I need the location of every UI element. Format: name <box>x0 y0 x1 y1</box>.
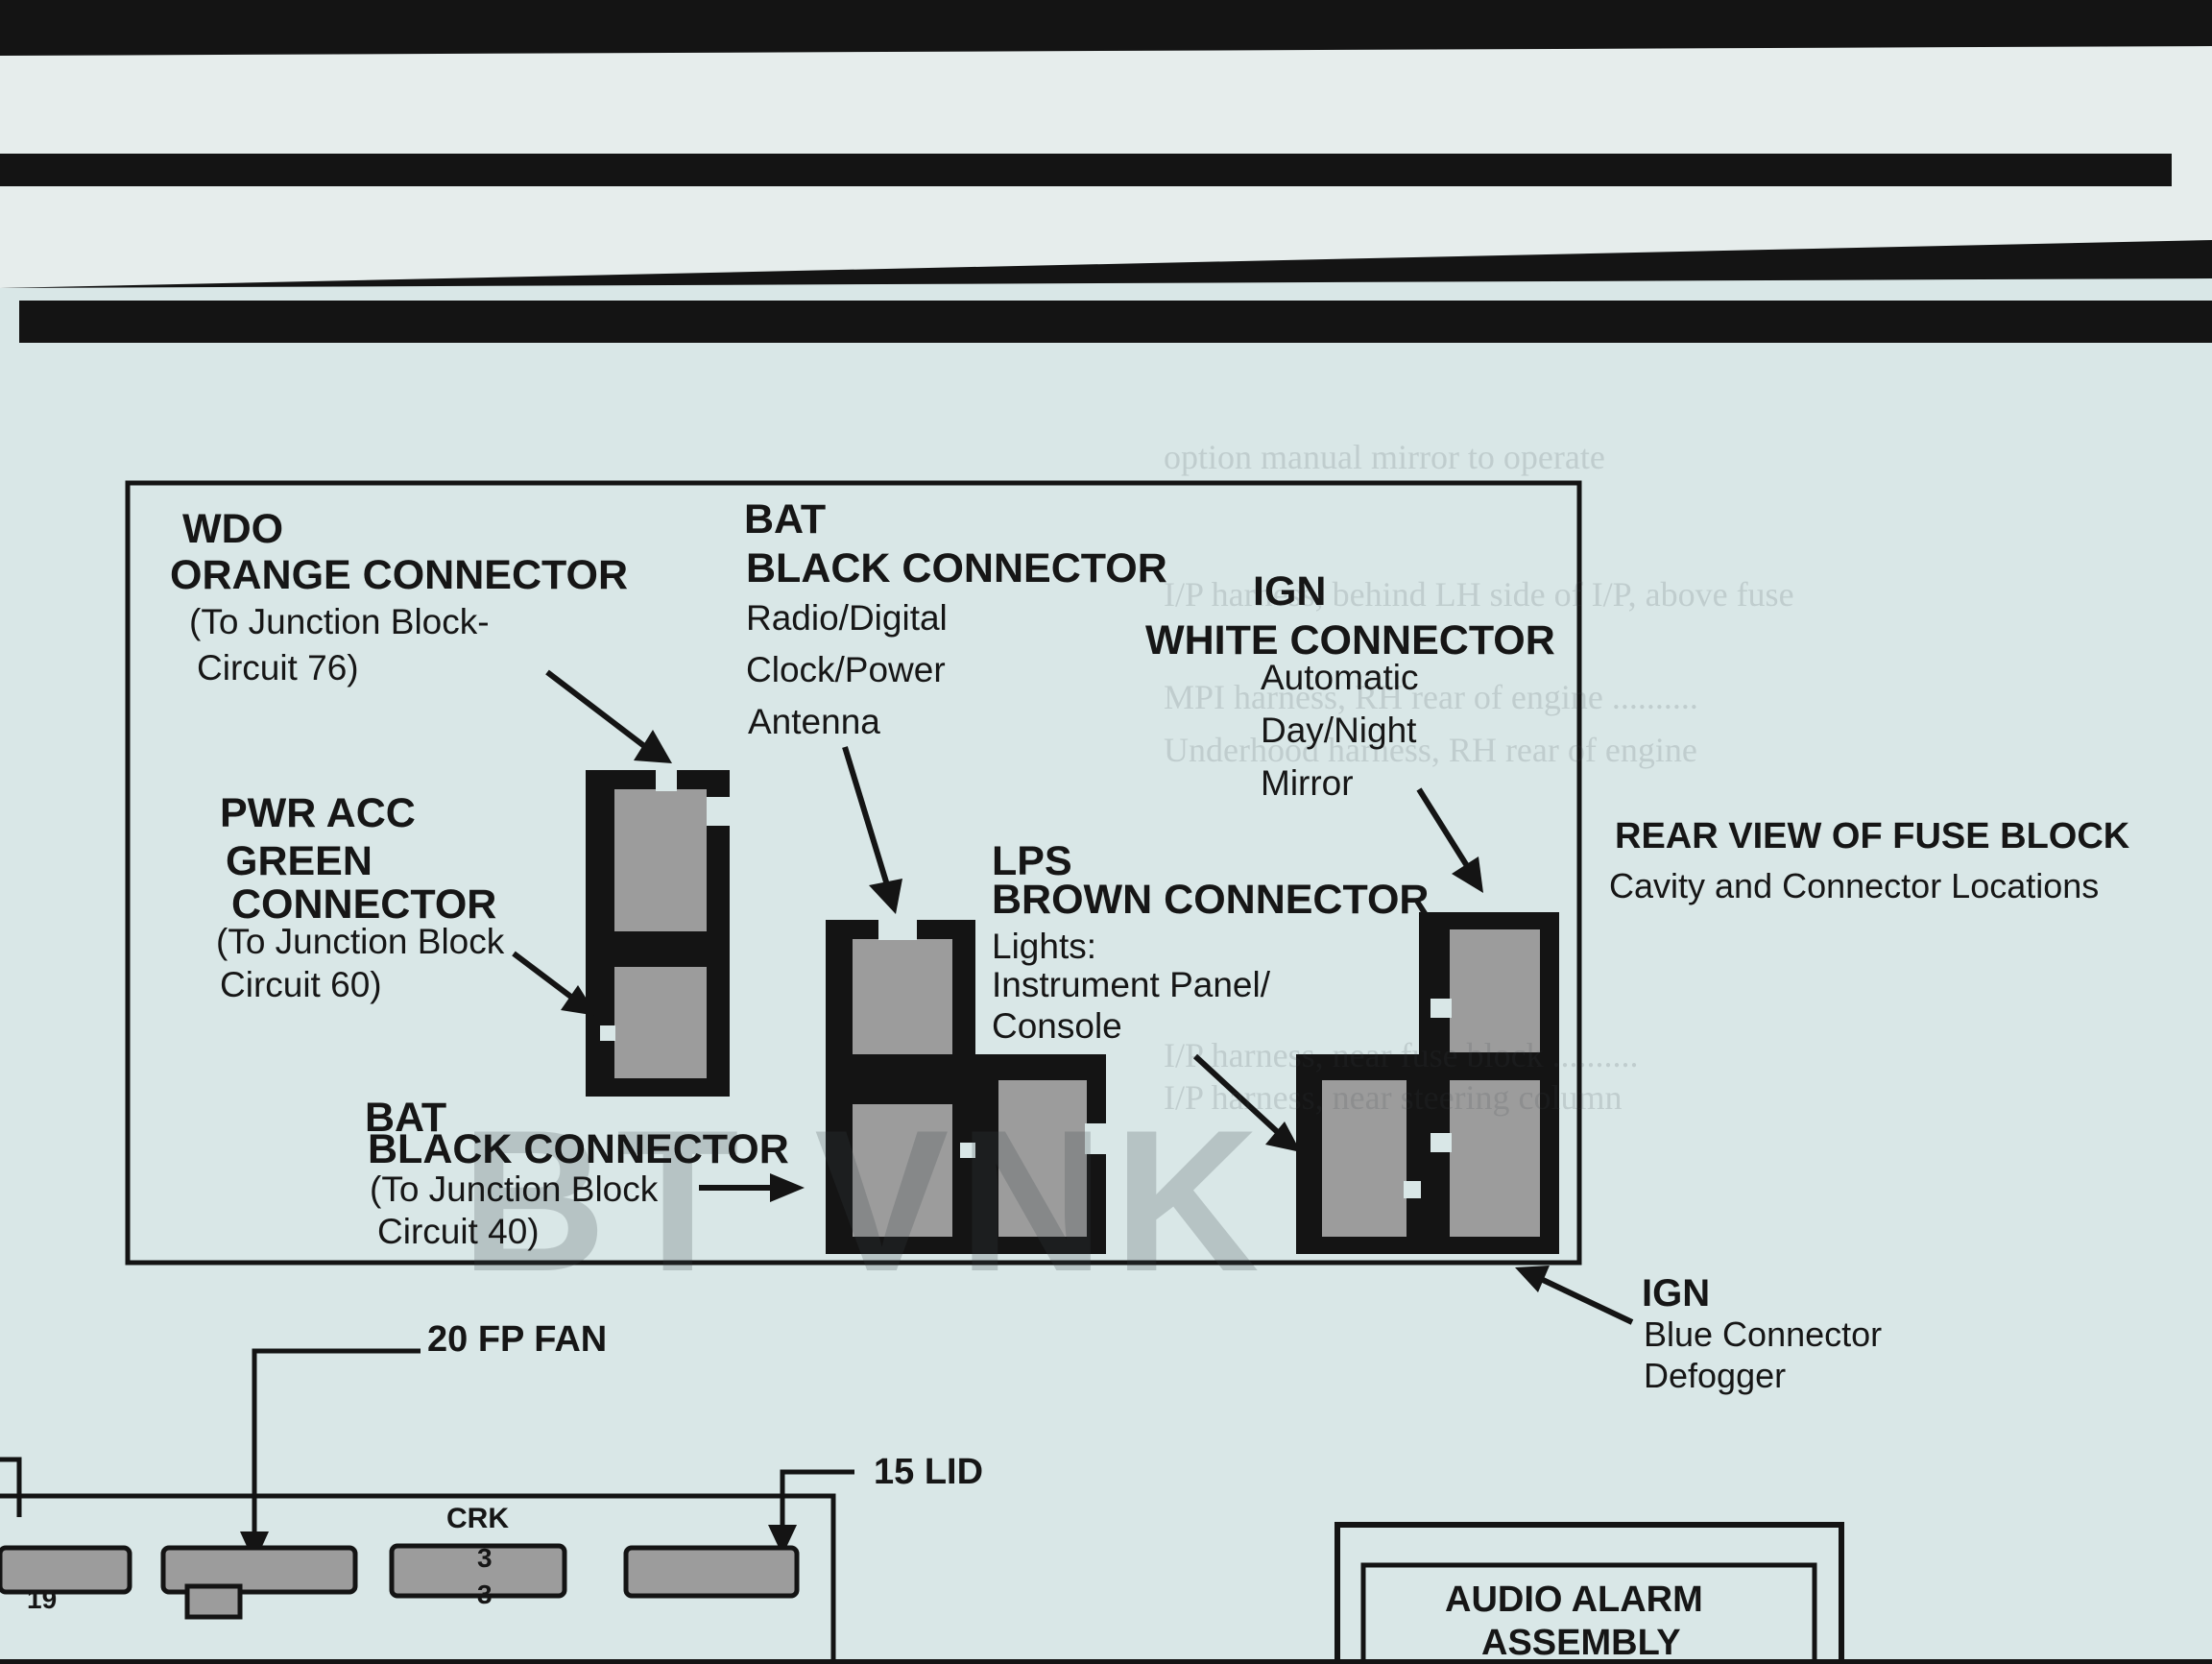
pwr-acc-name: GREEN <box>226 838 373 884</box>
diagram-heading: REAR VIEW OF FUSE BLOCK <box>1615 816 2130 856</box>
callout-arrows <box>512 669 1634 1325</box>
wdo-detail: Circuit 76) <box>197 648 359 687</box>
bat-top-code: BAT <box>744 496 827 543</box>
connector-ign <box>1296 912 1559 1254</box>
bleed-through-text: I/P harness, behind LH side of I/P, abov… <box>1164 575 1794 614</box>
bat-bottom-name: BLACK CONNECTOR <box>368 1126 789 1172</box>
bleed-through-text: I/P harness, near fuse block .......... <box>1164 1036 1639 1074</box>
wdo-detail: (To Junction Block- <box>189 602 490 641</box>
lps-code: LPS <box>992 838 1072 884</box>
bat-top-detail: Antenna <box>748 702 880 741</box>
lid-callout: 15 LID <box>874 1452 984 1492</box>
ign-blue-detail: Defogger <box>1644 1356 1787 1395</box>
lps-detail: Lights: <box>992 927 1097 966</box>
lps-detail: Instrument Panel/ <box>992 965 1270 1004</box>
connector-wdo-pwr-acc <box>586 768 730 1097</box>
diagram-subheading: Cavity and Connector Locations <box>1609 866 2100 905</box>
bleed-through-text: Underhood harness, RH rear of engine <box>1164 731 1697 769</box>
bat-bottom-detail: Circuit 40) <box>377 1212 540 1251</box>
bleed-through-text: option manual mirror to operate <box>1164 438 1605 476</box>
bleed-through-text: BT VNK <box>461 1088 1269 1314</box>
lower-fuse-section <box>0 1348 1844 1659</box>
fuse-number: 3 <box>477 1580 493 1609</box>
bat-bottom-detail: (To Junction Block <box>370 1170 659 1209</box>
back-page-rule <box>0 154 2172 186</box>
header-rule <box>19 301 2212 343</box>
bat-top-name: BLACK CONNECTOR <box>746 545 1167 591</box>
ign-white-detail: Mirror <box>1261 763 1354 803</box>
audio-alarm-label: ASSEMBLY <box>1481 1623 1681 1663</box>
ign-white-detail: Day/Night <box>1261 711 1417 750</box>
bat-top-detail: Clock/Power <box>746 650 946 689</box>
audio-alarm-label: AUDIO ALARM <box>1445 1580 1703 1620</box>
wdo-name: ORANGE CONNECTOR <box>170 552 629 598</box>
pwr-acc-code: PWR ACC <box>220 790 416 836</box>
diagram-frame <box>125 480 1582 1266</box>
pwr-acc-name: CONNECTOR <box>231 881 497 928</box>
pwr-acc-detail: Circuit 60) <box>220 965 382 1004</box>
lps-detail: Console <box>992 1006 1122 1046</box>
fp-fan-callout: 20 FP FAN <box>427 1319 608 1360</box>
bleed-through-text: MPI harness, RH rear of engine .........… <box>1164 678 1698 716</box>
bleed-through-text: I/P harness, near steering column <box>1164 1078 1623 1117</box>
bat-bottom-code: BAT <box>365 1095 447 1141</box>
wdo-code: WDO <box>182 506 284 552</box>
ign-white-detail: Automatic <box>1261 658 1419 697</box>
pwr-acc-detail: (To Junction Block <box>216 922 505 961</box>
lps-name: BROWN CONNECTOR <box>992 877 1430 923</box>
connector-bat-lps <box>826 917 1106 1254</box>
ign-white-code: IGN <box>1253 568 1327 615</box>
ign-white-name: WHITE CONNECTOR <box>1145 617 1555 663</box>
ign-blue-code: IGN <box>1642 1272 1711 1314</box>
crk-label: CRK <box>446 1503 509 1534</box>
bat-top-detail: Radio/Digital <box>746 598 948 638</box>
ign-blue-detail: Blue Connector <box>1644 1314 1883 1354</box>
fuse-number: 19 <box>27 1584 58 1614</box>
front-page <box>0 278 2212 1659</box>
fuse-number: 3 <box>477 1543 493 1573</box>
